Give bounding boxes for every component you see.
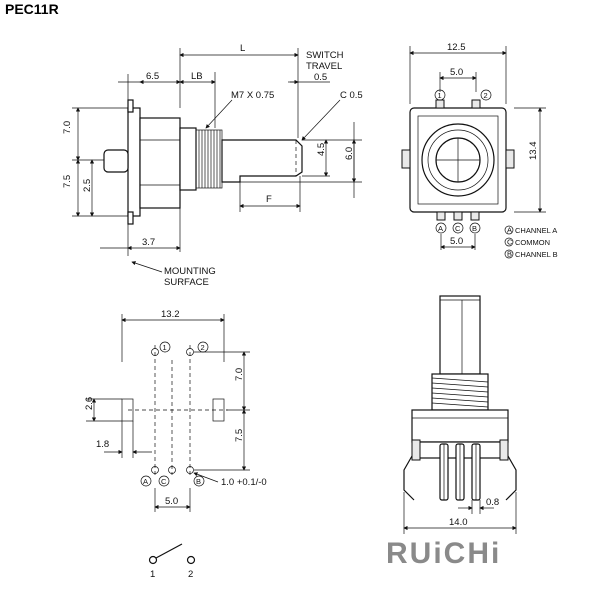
- footprint-pin-1: 1: [163, 343, 167, 352]
- mounting-surface-line2: SURFACE: [164, 277, 209, 288]
- front-view: 12.5 5.0 1 2 13.4 A C B 5.0 A CHANNEL A: [401, 42, 558, 259]
- side-shaft: [221, 139, 303, 183]
- dim-2-6: 2.6: [84, 397, 95, 410]
- dim-0-5: 0.5: [314, 72, 327, 83]
- elev-thread: [431, 373, 489, 411]
- legend-text-C: COMMON: [515, 238, 550, 247]
- footprint-hole-1: [151, 348, 159, 356]
- footprint-pin-B: B: [196, 477, 201, 486]
- footprint-pin-A: A: [143, 477, 148, 486]
- footprint-hole-C: [168, 466, 176, 474]
- brand-logo: RUiCHi: [386, 537, 501, 570]
- front-pin-C: C: [455, 224, 461, 233]
- dim-0-8: 0.8: [486, 497, 499, 508]
- dim-13-2: 13.2: [161, 309, 180, 320]
- switch-pin-1: 1: [150, 569, 155, 580]
- dim-side-2-5: 2.5: [82, 179, 93, 192]
- footprint-slot-left: [121, 398, 134, 422]
- switch-symbol: 1 2: [148, 543, 196, 580]
- side-body: [139, 117, 181, 209]
- front-pin-B: B: [472, 224, 477, 233]
- legend-sym-C: C: [507, 238, 513, 247]
- dim-side-7-0: 7.0: [62, 121, 73, 134]
- pcb-footprint: 13.2 1 2 A C B 7.0 7.5: [84, 309, 267, 512]
- switch-travel-line1: SWITCH: [306, 50, 344, 61]
- switch-pin-2: 2: [188, 569, 193, 580]
- dim-5-0-bottom: 5.0: [450, 236, 463, 247]
- thread-spec: M7 X 0.75: [231, 90, 274, 101]
- page-title: PEC11R: [5, 1, 59, 17]
- front-pin-1: 1: [438, 91, 442, 100]
- elev-body: [411, 409, 509, 443]
- dim-12-5: 12.5: [447, 42, 466, 53]
- side-bushing: [179, 127, 197, 191]
- dim-3-7: 3.7: [142, 237, 155, 248]
- legend-sym-B: B: [507, 250, 512, 259]
- legend-text-B: CHANNEL B: [515, 250, 558, 259]
- legend-sym-A: A: [507, 226, 512, 235]
- dim-LB: LB: [191, 71, 203, 82]
- switch-travel-line2: TRAVEL: [306, 61, 342, 72]
- elevation-view: 0.8 14.0: [403, 295, 517, 534]
- elev-shaft: [439, 295, 481, 375]
- footprint-hole-2: [186, 348, 194, 356]
- footprint-pin-C: C: [161, 477, 167, 486]
- front-pin-A: A: [438, 224, 443, 233]
- footprint-hole-B: [186, 466, 194, 474]
- mounting-surface-line1: MOUNTING: [164, 266, 216, 277]
- legend-text-A: CHANNEL A: [515, 226, 557, 235]
- dim-F: F: [266, 194, 272, 205]
- dim-fp-5-0: 5.0: [165, 496, 178, 507]
- chamfer-spec: C 0.5: [340, 90, 363, 101]
- dim-fp-7-0: 7.0: [234, 368, 245, 381]
- dim-5-0-top: 5.0: [450, 67, 463, 78]
- dim-1-8: 1.8: [96, 439, 109, 450]
- dim-L: L: [240, 43, 245, 54]
- dim-4-5: 4.5: [316, 143, 327, 156]
- side-view: L 6.5 LB SWITCH TRAVEL 0.5 M7 X 0.75 C 0…: [62, 43, 363, 288]
- hole-spec: 1.0 +0.1/-0: [221, 477, 267, 488]
- dim-13-4: 13.4: [528, 142, 539, 161]
- pin-legend: A CHANNEL A C COMMON B CHANNEL B: [504, 226, 558, 259]
- dim-6-0: 6.0: [344, 147, 355, 160]
- dim-14-0: 14.0: [449, 517, 468, 528]
- footprint-slot-right: [212, 398, 225, 422]
- side-pin-stub: [103, 149, 129, 173]
- side-back-plate: [127, 107, 141, 217]
- front-pin-2: 2: [484, 91, 488, 100]
- dim-side-7-5: 7.5: [62, 175, 73, 188]
- footprint-hole-A: [151, 466, 159, 474]
- thread-lines: [195, 129, 223, 189]
- footprint-pin-2: 2: [201, 343, 205, 352]
- dim-6-5: 6.5: [146, 71, 159, 82]
- dim-fp-7-5: 7.5: [234, 429, 245, 442]
